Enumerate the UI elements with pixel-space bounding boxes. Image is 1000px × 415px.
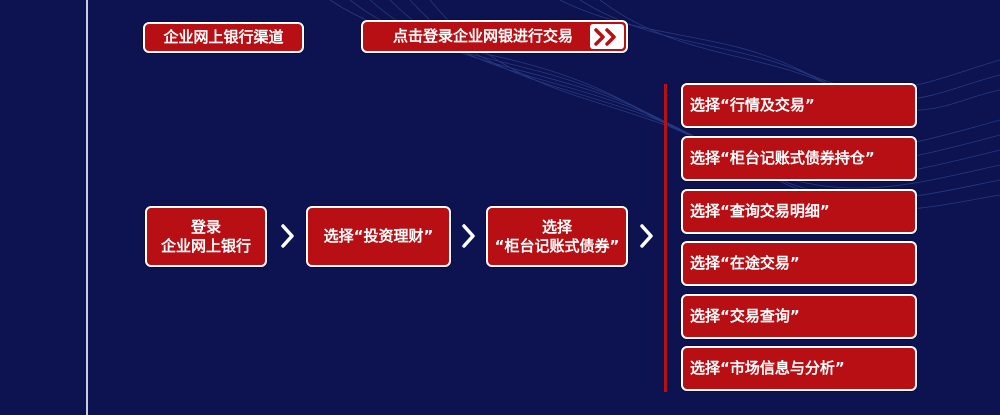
step-3-line1: 选择 [541, 217, 572, 236]
option-transaction-query[interactable]: 选择“交易查询” [681, 294, 917, 339]
option-quotes-and-trading[interactable]: 选择“行情及交易” [681, 83, 917, 128]
step-1-line1: 登录 [190, 217, 221, 236]
chevron-right-icon [278, 222, 298, 250]
option-label: 选择“行情及交易” [690, 96, 815, 115]
options-bracket-line [664, 84, 667, 392]
step-login-ebank[interactable]: 登录 企业网上银行 [145, 206, 267, 267]
chevron-right-icon [459, 222, 479, 250]
option-label: 选择“柜台记账式债券持仓” [690, 149, 875, 168]
option-in-transit-transactions[interactable]: 选择“在途交易” [681, 241, 917, 286]
channel-label-text: 企业网上银行渠道 [163, 28, 284, 47]
option-label: 选择“查询交易明细” [690, 202, 830, 221]
option-label: 选择“市场信息与分析” [690, 359, 845, 378]
double-chevron-right-icon [590, 24, 624, 49]
step-2-label: 选择“投资理财” [323, 227, 434, 246]
step-3-line2: “柜台记账式债券” [494, 236, 620, 255]
option-label: 选择“在途交易” [690, 254, 800, 273]
login-corporate-ebank-button[interactable]: 点击登录企业网银进行交易 [361, 20, 628, 53]
chevron-right-icon [637, 222, 657, 250]
step-select-counter-bond[interactable]: 选择 “柜台记账式债券” [486, 206, 628, 267]
channel-label-badge: 企业网上银行渠道 [143, 22, 304, 53]
option-transaction-details[interactable]: 选择“查询交易明细” [681, 189, 917, 234]
option-bond-holdings[interactable]: 选择“柜台记账式债券持仓” [681, 136, 917, 181]
left-divider-line [86, 0, 88, 415]
option-label: 选择“交易查询” [690, 307, 800, 326]
option-market-info-analysis[interactable]: 选择“市场信息与分析” [681, 346, 917, 391]
step-select-investment[interactable]: 选择“投资理财” [306, 206, 451, 267]
step-1-line2: 企业网上银行 [160, 236, 251, 255]
login-button-label: 点击登录企业网银进行交易 [392, 27, 573, 46]
